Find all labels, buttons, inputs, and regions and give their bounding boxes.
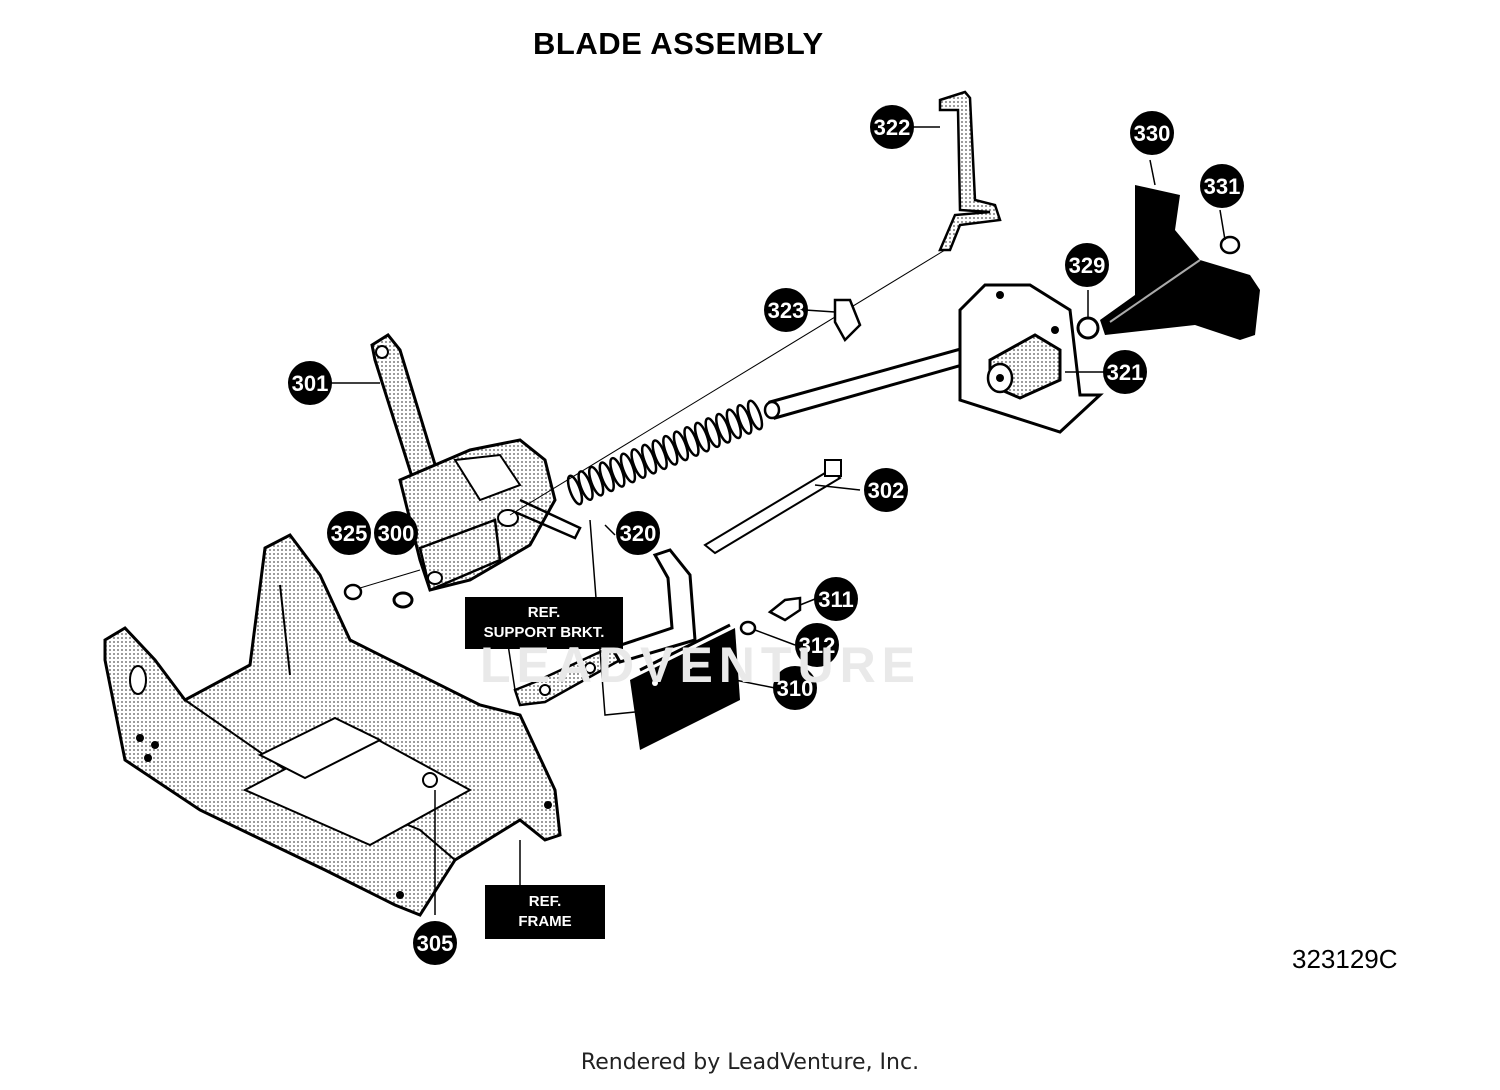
watermark: LEADVENTURE	[480, 637, 922, 693]
figure-number: 323129C	[1292, 944, 1398, 974]
ref-frame-label: REF. FRAME	[485, 885, 605, 939]
spring-part-320	[566, 399, 764, 506]
lever-part-301	[370, 333, 582, 592]
rod-part-322	[938, 90, 1002, 252]
spring-coil	[736, 403, 753, 435]
spring-coil	[619, 452, 637, 484]
spring-coil	[662, 434, 679, 466]
knob-part-330	[1100, 185, 1260, 340]
svg-text:325: 325	[331, 521, 368, 546]
housing-part-321	[958, 283, 1104, 434]
spring-coil	[704, 417, 721, 449]
washer-part-329	[1076, 316, 1100, 340]
blade-part-310	[630, 623, 740, 750]
washer-part-300	[392, 591, 414, 609]
screw-part-311	[767, 596, 802, 622]
ref-support-line1: REF.	[528, 604, 561, 621]
callout-bubbles: 322 330 331 329 323 321 301 302 325 300 …	[288, 105, 1244, 965]
svg-text:301: 301	[292, 371, 329, 396]
svg-text:321: 321	[1107, 360, 1144, 385]
clip-part-323	[833, 298, 862, 343]
callout-330[interactable]: 330	[1130, 111, 1174, 155]
spring-coil	[566, 474, 584, 506]
u-bracket-part	[609, 548, 697, 664]
svg-text:311: 311	[818, 587, 854, 612]
ref-frame-line2: FRAME	[518, 913, 571, 930]
frame-part	[103, 533, 562, 917]
spring-coil	[746, 399, 764, 431]
leader-lines	[330, 126, 1226, 915]
callout-310[interactable]: 310	[773, 666, 817, 710]
callout-322[interactable]: 322	[870, 105, 914, 149]
spring-coil	[715, 412, 732, 444]
svg-text:331: 331	[1204, 174, 1241, 199]
spring-coil	[587, 465, 605, 497]
spring-coil	[651, 439, 668, 471]
svg-text:320: 320	[620, 521, 657, 546]
callout-305[interactable]: 305	[413, 921, 457, 965]
callout-312[interactable]: 312	[795, 623, 839, 667]
bolt-part-302	[703, 459, 842, 555]
footer-credit: Rendered by LeadVenture, Inc.	[580, 1050, 920, 1075]
spring-coil	[609, 456, 626, 488]
callout-329[interactable]: 329	[1065, 243, 1109, 287]
svg-text:329: 329	[1069, 253, 1106, 278]
spring-coil	[640, 443, 658, 475]
spring-coil	[598, 461, 615, 493]
spring-coil	[630, 448, 647, 479]
callout-302[interactable]: 302	[864, 468, 908, 512]
nut-part-325	[343, 583, 363, 601]
callout-323[interactable]: 323	[764, 288, 808, 332]
leader-line	[589, 519, 636, 716]
callout-331[interactable]: 331	[1200, 164, 1244, 208]
leader-line	[359, 569, 421, 589]
svg-text:310: 310	[777, 676, 814, 701]
spring-coil	[725, 408, 743, 440]
nut-part-331	[1219, 235, 1241, 255]
callout-311[interactable]: 311	[814, 577, 858, 621]
diagram-title: BLADE ASSEMBLY	[533, 26, 824, 61]
spring-coil	[693, 421, 711, 453]
callout-301[interactable]: 301	[288, 361, 332, 405]
callout-300[interactable]: 300	[374, 511, 418, 555]
svg-text:330: 330	[1134, 121, 1171, 146]
callout-325[interactable]: 325	[327, 511, 371, 555]
ref-support-bracket-label: REF. SUPPORT BRKT.	[465, 597, 623, 649]
spring-coil	[672, 430, 690, 462]
callout-321[interactable]: 321	[1103, 350, 1147, 394]
svg-text:305: 305	[417, 931, 454, 956]
washer-part-312	[739, 620, 757, 636]
svg-text:312: 312	[799, 633, 836, 658]
spring-coil	[683, 426, 700, 457]
ref-frame-line1: REF.	[529, 893, 562, 910]
rod-part	[509, 249, 982, 516]
callout-320[interactable]: 320	[616, 511, 660, 555]
svg-text:322: 322	[874, 115, 911, 140]
svg-text:300: 300	[378, 521, 415, 546]
svg-text:323: 323	[768, 298, 805, 323]
ref-support-line2: SUPPORT BRKT.	[484, 624, 605, 641]
svg-text:302: 302	[868, 478, 905, 503]
support-bracket-part	[513, 643, 622, 707]
